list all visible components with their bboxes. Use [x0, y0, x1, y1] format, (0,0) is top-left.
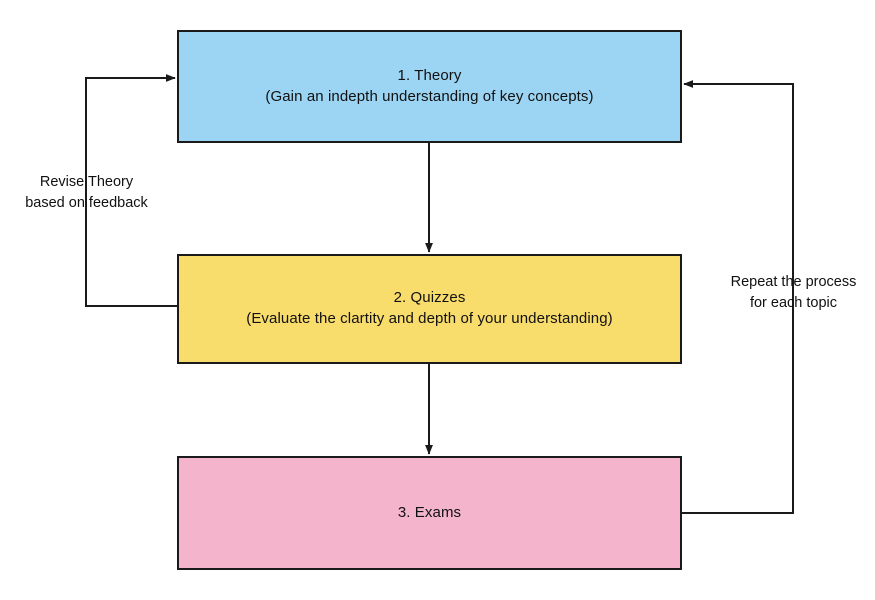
quizzes-node-title: 2. Quizzes	[393, 289, 466, 307]
revise-theory-label: Revise Theory based on feedback	[9, 172, 164, 213]
theory-node-text: 1. Theory (Gain an indepth understanding…	[179, 66, 680, 107]
repeat-process-label-line2: for each topic	[749, 294, 838, 311]
repeat-process-label-line1: Repeat the process	[730, 274, 857, 290]
exams-node-title: 3. Exams	[397, 503, 462, 521]
quizzes-node-subtitle: (Evaluate the clartity and depth of your…	[246, 310, 613, 327]
edge-exams-to-theory	[682, 80, 794, 514]
revise-theory-label-line1: Revise Theory	[39, 174, 134, 190]
theory-node[interactable]: 1. Theory (Gain an indepth understanding…	[177, 30, 682, 143]
exams-node-text: 3. Exams	[179, 503, 680, 524]
repeat-process-label: Repeat the process for each topic	[716, 272, 871, 313]
quizzes-node-text: 2. Quizzes (Evaluate the clartity and de…	[179, 288, 680, 329]
quizzes-node[interactable]: 2. Quizzes (Evaluate the clartity and de…	[177, 254, 682, 364]
revise-theory-label-line2: based on feedback	[25, 194, 148, 211]
theory-node-subtitle: (Gain an indepth understanding of key co…	[265, 87, 594, 105]
exams-node[interactable]: 3. Exams	[177, 456, 682, 570]
theory-node-title: 1. Theory	[397, 66, 462, 84]
edge-quizzes-to-theory	[85, 74, 177, 307]
